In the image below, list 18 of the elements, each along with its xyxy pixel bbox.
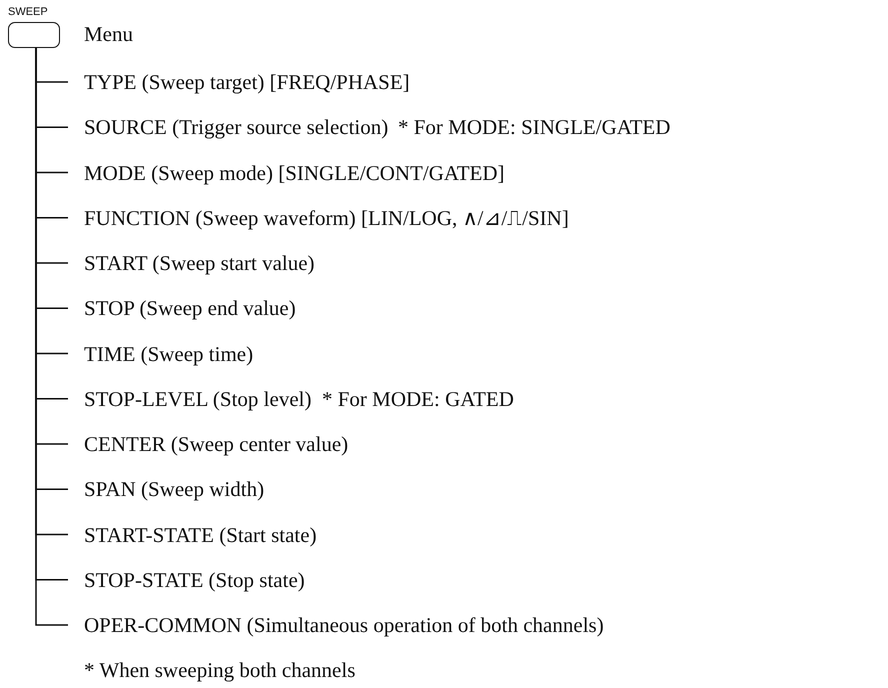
footnote: * When sweeping both channels — [84, 658, 356, 682]
menu-item: SPAN (Sweep width) — [84, 477, 264, 502]
menu-item: START-STATE (Start state) — [84, 522, 317, 546]
menu-item: STOP-LEVEL (Stop level) — [84, 386, 312, 411]
menu-item: STOP-STATE (Stop state) — [84, 568, 305, 592]
menu-heading: Menu — [84, 22, 133, 46]
note: * For MODE: GATED — [322, 386, 514, 411]
menu-item: SOURCE (Trigger source selection) — [84, 115, 388, 140]
button-label: SWEEP — [8, 6, 48, 18]
menu-item: MODE (Sweep mode) [SINGLE/CONT/GATED] — [84, 160, 505, 184]
menu-item: START (Sweep start value) — [84, 251, 315, 275]
menu-item: TYPE (Sweep target) [FREQ/PHASE] — [84, 70, 410, 94]
menu-item: STOP (Sweep end value) — [84, 296, 296, 320]
menu-item: CENTER (Sweep center value) — [84, 432, 348, 456]
note: * For MODE: SINGLE/GATED — [398, 115, 670, 140]
menu-item: FUNCTION (Sweep waveform) [LIN/LOG, ∧/⊿/⎍/SIN] — [84, 206, 569, 230]
menu-item: TIME (Sweep time) — [84, 342, 254, 366]
menu-item: OPER-COMMON (Simultaneous operation of both channels) — [84, 613, 604, 637]
